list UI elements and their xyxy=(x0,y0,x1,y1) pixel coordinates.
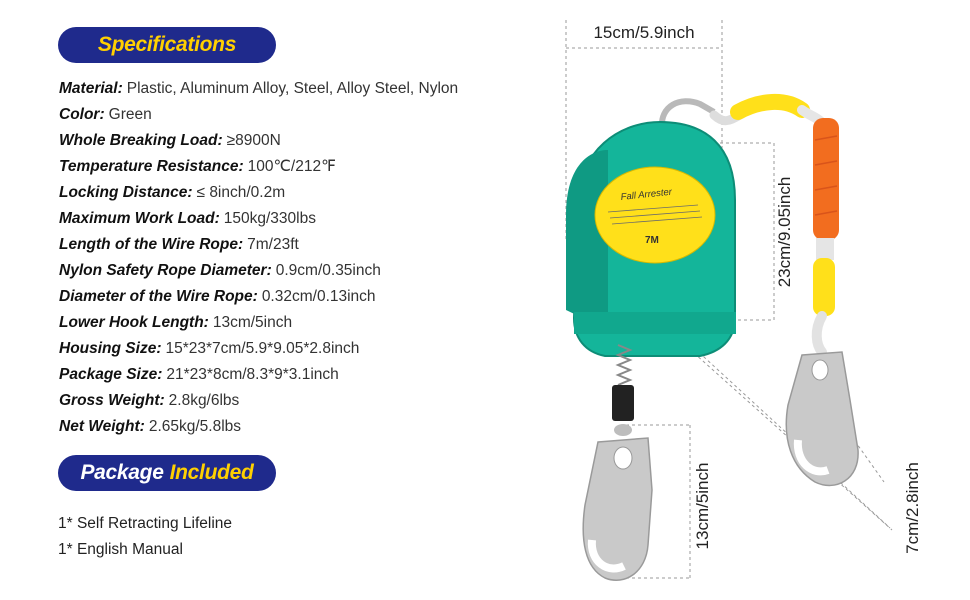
spec-label: Gross Weight: xyxy=(59,392,165,409)
shock-absorber-icon xyxy=(612,385,634,421)
spec-value: Plastic, Aluminum Alloy, Steel, Alloy St… xyxy=(126,80,459,97)
lanyard-yellow-sleeve-bottom xyxy=(813,258,835,316)
spec-value: 2.8kg/6lbs xyxy=(168,392,240,409)
spec-item: Maximum Work Load:150kg/330lbs xyxy=(59,208,458,234)
lower-swivel-icon xyxy=(614,424,632,436)
spec-value: Green xyxy=(108,106,152,123)
spec-item: Package Size:21*23*8cm/8.3*9*3.1inch xyxy=(59,364,458,390)
spec-label: Locking Distance: xyxy=(59,184,193,201)
product-label xyxy=(594,166,716,264)
spec-item: Locking Distance:≤ 8inch/0.2m xyxy=(59,182,458,208)
spec-item: Material:Plastic, Aluminum Alloy, Steel,… xyxy=(59,78,458,104)
specifications-heading-text: Specifications xyxy=(97,33,237,56)
product-diagram: Fall Arrester 7M 15cm/5.9inch 23cm/9.05i… xyxy=(565,20,922,581)
spec-item: Lower Hook Length:13cm/5inch xyxy=(59,312,458,338)
spec-value: 0.9cm/0.35inch xyxy=(275,262,381,279)
height-dimension-label: 23cm/9.05inch xyxy=(775,177,794,288)
right-hook-eye xyxy=(811,359,829,381)
spec-item: Length of the Wire Rope:7m/23ft xyxy=(59,234,458,260)
spec-item: Nylon Safety Rope Diameter:0.9cm/0.35inc… xyxy=(59,260,458,286)
spec-item: Color:Green xyxy=(59,104,458,130)
spec-value: 13cm/5inch xyxy=(212,314,293,331)
spec-value: 2.65kg/5.8lbs xyxy=(148,418,242,435)
lanyard-rope-mid xyxy=(816,238,834,260)
spec-value: 7m/23ft xyxy=(247,236,299,253)
lower-hook-gate xyxy=(587,539,626,573)
spec-item: Net Weight:2.65kg/5.8lbs xyxy=(59,416,458,442)
package-heading: Package Included xyxy=(58,455,276,491)
orange-tube-texture xyxy=(814,135,838,216)
right-hook-gate xyxy=(793,439,830,476)
spec-value: 21*23*8cm/8.3*9*3.1inch xyxy=(166,366,339,383)
spec-item: Gross Weight:2.8kg/6lbs xyxy=(59,390,458,416)
lower-snap-hook-icon xyxy=(582,437,653,581)
product-label-title: Fall Arrester xyxy=(620,187,673,203)
spec-value: ≤ 8inch/0.2m xyxy=(196,184,286,201)
right-snap-hook-icon xyxy=(785,351,859,487)
spec-label: Diameter of the Wire Rope: xyxy=(59,288,258,305)
lower-hook-eye xyxy=(613,446,633,470)
depth-dimension-label: 7cm/2.8inch xyxy=(903,462,922,554)
spec-item: Housing Size:15*23*7cm/5.9*9.05*2.8inch xyxy=(59,338,458,364)
spring-icon xyxy=(615,344,633,386)
package-heading-yellow: Included xyxy=(169,461,254,484)
product-label-length: 7M xyxy=(645,235,659,246)
spec-label: Whole Breaking Load: xyxy=(59,132,223,149)
package-item: 1* Self Retracting Lifeline xyxy=(58,515,233,532)
spec-label: Housing Size: xyxy=(59,340,162,357)
hook-length-dimension-label: 13cm/5inch xyxy=(693,463,712,550)
housing-side xyxy=(566,150,608,330)
spec-label: Length of the Wire Rope: xyxy=(59,236,244,253)
lanyard-yellow-sleeve-top xyxy=(730,93,810,120)
spec-value: 150kg/330lbs xyxy=(223,210,316,227)
package-item: 1* English Manual xyxy=(58,541,183,558)
spec-value: 100℃/212℉ xyxy=(247,158,336,175)
specifications-list: Material:Plastic, Aluminum Alloy, Steel,… xyxy=(59,78,458,442)
spec-item: Temperature Resistance:100℃/212℉ xyxy=(59,156,458,182)
spec-value: 15*23*7cm/5.9*9.05*2.8inch xyxy=(165,340,360,357)
lanyard-rope-loop xyxy=(811,311,827,357)
spec-label: Temperature Resistance: xyxy=(59,158,244,175)
spec-item: Whole Breaking Load:≥8900N xyxy=(59,130,458,156)
package-heading-white: Package xyxy=(80,461,164,484)
specifications-heading: Specifications xyxy=(58,27,276,63)
spec-label: Material: xyxy=(59,80,123,97)
spec-label: Color: xyxy=(59,106,105,123)
spec-item: Diameter of the Wire Rope:0.32cm/0.13inc… xyxy=(59,286,458,312)
spec-label: Package Size: xyxy=(59,366,163,383)
housing-band xyxy=(574,312,736,334)
product-label-lines xyxy=(607,204,703,225)
spec-label: Nylon Safety Rope Diameter: xyxy=(59,262,272,279)
spec-label: Maximum Work Load: xyxy=(59,210,220,227)
spec-label: Net Weight: xyxy=(59,418,145,435)
lanyard-orange-tube xyxy=(813,118,839,240)
package-list: 1* Self Retracting Lifeline 1* English M… xyxy=(58,513,232,565)
spec-label: Lower Hook Length: xyxy=(59,314,209,331)
spec-value: ≥8900N xyxy=(226,132,281,149)
width-dimension-label: 15cm/5.9inch xyxy=(593,23,694,42)
spec-value: 0.32cm/0.13inch xyxy=(261,288,376,305)
